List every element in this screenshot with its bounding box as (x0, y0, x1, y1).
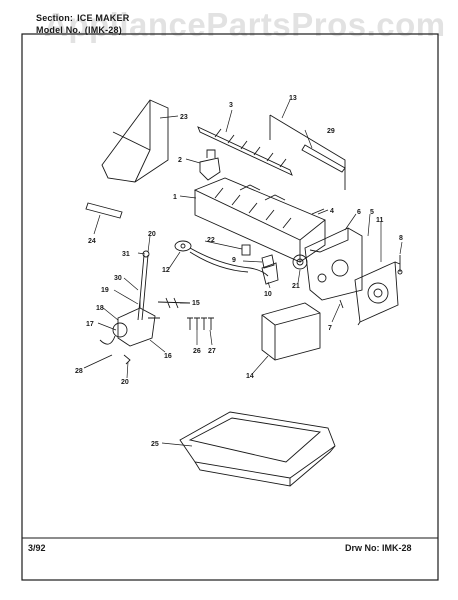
fill-cup (199, 149, 221, 181)
callout-12: 12 (162, 267, 170, 274)
ice-maker-cover (101, 99, 169, 183)
callout-20-top: 20 (148, 231, 156, 238)
callout-6: 6 (357, 209, 361, 216)
callout-14: 14 (246, 373, 254, 380)
shut-off-arm (269, 114, 346, 190)
callout-31: 31 (122, 251, 130, 258)
mold-heater (85, 202, 123, 219)
callout-29: 29 (327, 128, 335, 135)
screw-4 (311, 208, 325, 215)
section-header: Section:ICE MAKER (36, 13, 129, 23)
model-header: Model No.(IMK-28) (36, 25, 122, 35)
callout-28: 28 (75, 368, 83, 375)
callout-21: 21 (292, 283, 300, 290)
footer-date: 3/92 (28, 543, 46, 553)
watermark-text: AppliancePartsPros.com (44, 6, 446, 43)
timing-module (354, 261, 401, 326)
callout-15: 15 (192, 300, 200, 307)
ice-bin (179, 411, 336, 487)
callout-16: 16 (164, 353, 172, 360)
diagram-frame (21, 33, 439, 581)
callout-19: 19 (101, 287, 109, 294)
callout-30: 30 (114, 275, 122, 282)
screw-7 (339, 299, 344, 309)
module-housing (304, 227, 363, 301)
screw-8 (397, 255, 403, 275)
connector-22 (241, 244, 251, 256)
callout-17: 17 (86, 321, 94, 328)
callout-10: 10 (264, 291, 272, 298)
leader-28 (83, 354, 113, 369)
callout-11: 11 (376, 217, 384, 224)
water-valve (99, 300, 160, 347)
callout-3: 3 (229, 102, 233, 109)
ice-mold (193, 177, 326, 263)
callout-13: 13 (289, 95, 297, 102)
callout-22: 22 (207, 237, 215, 244)
callout-7: 7 (328, 325, 332, 332)
section-label: Section: (36, 13, 74, 23)
switch-assembly (261, 254, 279, 285)
drawing-value: IMK-28 (382, 543, 412, 553)
model-value: (IMK-28) (84, 25, 122, 35)
callout-5: 5 (370, 209, 374, 216)
model-label: Model No. (36, 25, 81, 35)
callout-24: 24 (88, 238, 96, 245)
callout-8: 8 (399, 235, 403, 242)
callout-1: 1 (173, 194, 177, 201)
callout-4: 4 (330, 208, 334, 215)
section-value: ICE MAKER (77, 13, 130, 23)
callout-26: 26 (193, 348, 201, 355)
callout-18: 18 (96, 305, 104, 312)
wire-harness (174, 240, 269, 277)
leader-lines (93, 99, 403, 447)
callout-9: 9 (232, 257, 236, 264)
callout-20-bottom: 20 (121, 379, 129, 386)
stripper (197, 126, 293, 176)
callout-25: 25 (151, 441, 159, 448)
clamp-20 (123, 354, 131, 365)
screws-26-27 (187, 317, 214, 330)
drawing-number: Drw No: IMK-28 (345, 543, 412, 553)
drawing-label: Drw No: (345, 543, 380, 553)
callout-23: 23 (180, 114, 188, 121)
insulation-block (261, 302, 321, 361)
callout-2: 2 (178, 157, 182, 164)
callout-27: 27 (208, 348, 216, 355)
